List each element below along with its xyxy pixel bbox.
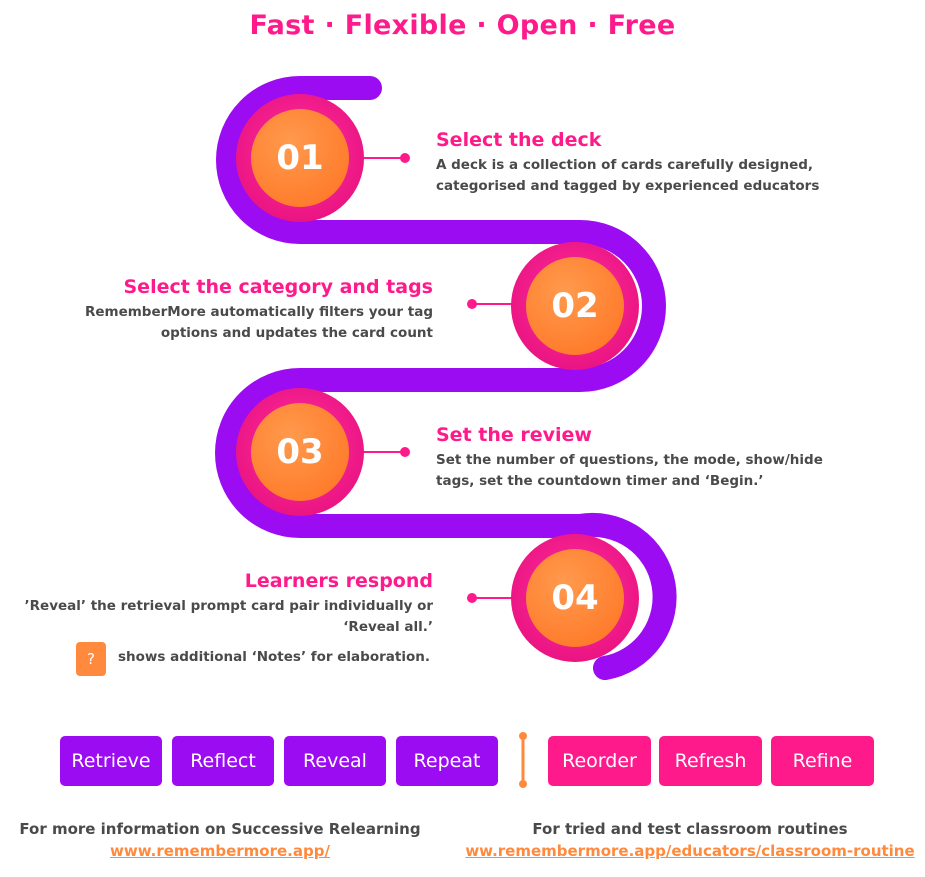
footer-left-text: For more information on Successive Relea… <box>19 820 421 838</box>
step-02-title: Select the category and tags <box>123 276 434 298</box>
help-icon[interactable]: ? <box>76 642 106 676</box>
step-03-title: Set the review <box>436 424 592 446</box>
page-title: Fast · Flexible · Open · Free <box>249 10 676 41</box>
step-04-description: ’Reveal’ the retrieval prompt card pair … <box>24 598 433 635</box>
footer-left-link[interactable]: www.remembermore.app/ <box>110 842 330 860</box>
purple-path <box>215 76 677 680</box>
step-number-02: 02 <box>551 286 599 326</box>
footer-right-text: For tried and test classroom routines <box>532 820 848 838</box>
retrieve-button[interactable]: Retrieve <box>60 736 162 786</box>
step-03-description: Set the number of questions, the mode, s… <box>436 452 823 489</box>
step-circle-03 <box>236 388 364 516</box>
reflect-button[interactable]: Reflect <box>172 736 274 786</box>
separator-line <box>519 732 527 788</box>
step-04-title: Learners respond <box>244 570 433 592</box>
step-01-title: Select the deck <box>436 129 602 151</box>
reveal-button[interactable]: Reveal <box>284 736 386 786</box>
step-circle-04 <box>511 534 639 662</box>
step-03-block: Set the review Set the number of questio… <box>436 424 856 492</box>
step-01-block: Select the deck A deck is a collection o… <box>436 129 856 197</box>
step-02-description: RememberMore automatically filters your … <box>84 304 433 341</box>
step-circle-02 <box>511 242 639 370</box>
connector-03 <box>360 447 410 457</box>
step-number-01: 01 <box>276 138 324 178</box>
step-circle-01 <box>236 94 364 222</box>
step-number-04: 04 <box>551 578 599 618</box>
help-note: shows additional ‘Notes’ for elaboration… <box>118 649 430 665</box>
footer-right-link[interactable]: ww.remembermore.app/educators/classroom-… <box>465 842 915 860</box>
step-04-block: Learners respond ’Reveal’ the retrieval … <box>10 570 433 638</box>
connector-01 <box>360 153 410 163</box>
repeat-button[interactable]: Repeat <box>396 736 498 786</box>
refresh-button[interactable]: Refresh <box>659 736 762 786</box>
step-02-block: Select the category and tags RememberMor… <box>60 276 433 344</box>
step-number-03: 03 <box>276 432 324 472</box>
step-01-description: A deck is a collection of cards carefull… <box>436 157 820 194</box>
refine-button[interactable]: Refine <box>771 736 874 786</box>
reorder-button[interactable]: Reorder <box>548 736 651 786</box>
